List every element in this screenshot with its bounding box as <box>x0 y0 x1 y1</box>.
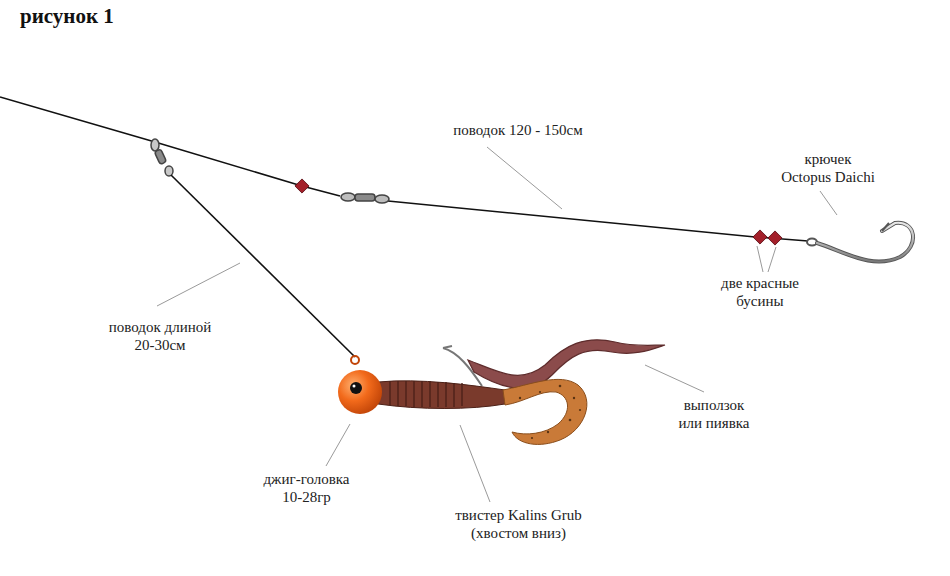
swivel <box>341 193 389 203</box>
figure-title: рисунок 1 <box>20 4 114 29</box>
main-line <box>0 97 340 196</box>
twister-tail <box>503 379 587 444</box>
part-label: поводок 120 - 150см <box>452 121 584 139</box>
part-label: две красные бусины <box>720 274 800 310</box>
part-label: твистер Kalins Grub (хвостом вниз) <box>454 506 583 542</box>
jig-eye-ring <box>351 356 359 364</box>
octopus-hook <box>807 223 913 262</box>
twister-ribs <box>390 381 462 407</box>
callout-leaders <box>157 147 837 502</box>
jig-head <box>338 370 382 414</box>
red-beads <box>295 179 782 245</box>
part-label: джиг-головка 10-28гр <box>262 470 351 506</box>
jig-eye-glint <box>353 385 356 388</box>
jig-eye <box>350 382 362 394</box>
snap-swivel <box>151 139 173 176</box>
part-label: крючек Octopus Daichi <box>780 150 876 186</box>
twister-body <box>378 381 505 409</box>
leader-line-long <box>388 201 808 241</box>
tail-speckles <box>519 385 581 439</box>
part-label: выползок или пиявка <box>677 396 751 432</box>
part-label: поводок длиной 20-30см <box>108 318 212 354</box>
